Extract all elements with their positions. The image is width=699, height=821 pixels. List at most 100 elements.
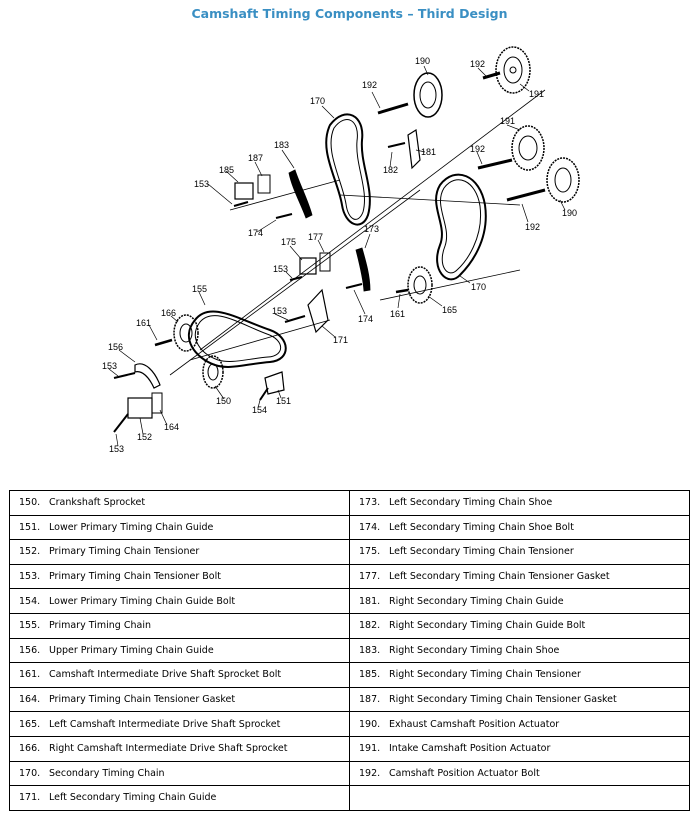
secondary-timing-chain-upper xyxy=(325,113,371,226)
callout-173: 173 xyxy=(364,224,379,234)
callout-154: 154 xyxy=(252,405,267,415)
legend-cell-left: 166.Right Camshaft Intermediate Drive Sh… xyxy=(9,735,350,762)
right-secondary-chain-guide xyxy=(407,128,421,170)
legend-cell-left: 151.Lower Primary Timing Chain Guide xyxy=(9,514,350,541)
left-intermediate-sprocket xyxy=(407,266,433,304)
callout-171: 171 xyxy=(333,335,348,345)
legend-cell-right: 174. Left Secondary Timing Chain Shoe Bol… xyxy=(349,514,690,541)
lower-primary-chain-guide xyxy=(264,371,285,395)
secondary-timing-chain-upper-inner xyxy=(330,119,365,220)
legend-label: Primary Timing Chain Tensioner Gasket xyxy=(49,694,236,706)
actuator-bolt xyxy=(477,158,513,170)
legend-label: Right Secondary Timing Chain Tensioner xyxy=(389,669,581,681)
left-secondary-chain-shoe xyxy=(355,247,371,292)
legend-cell-right xyxy=(349,785,690,811)
legend-label: Right Camshaft Intermediate Drive Shaft … xyxy=(49,743,288,755)
legend-cell-left: 150. Crankshaft Sprocket xyxy=(9,490,350,516)
callout-192: 192 xyxy=(470,144,485,154)
exhaust-actuator-upper xyxy=(413,72,443,118)
callout-190: 190 xyxy=(562,208,577,218)
legend-cell-left: 171.Left Secondary Timing Chain Guide xyxy=(9,785,350,811)
callout-155: 155 xyxy=(192,284,207,294)
callout-153: 153 xyxy=(273,264,288,274)
legend-number: 177. xyxy=(359,571,381,583)
legend-row: 161.Camshaft Intermediate Drive Shaft Sp… xyxy=(9,662,690,688)
guide-bolt xyxy=(113,372,136,379)
legend-number: 153. xyxy=(19,571,41,583)
legend-number: 174. xyxy=(359,521,381,533)
callout-153: 153 xyxy=(194,179,209,189)
shoe-bolt xyxy=(275,213,293,219)
callout-152: 152 xyxy=(137,432,152,442)
legend-cell-right: 182.Right Secondary Timing Chain Guide B… xyxy=(349,612,690,639)
leader-lines xyxy=(108,65,566,447)
actuator-bolt xyxy=(482,71,501,80)
legend-number: 185. xyxy=(359,669,381,681)
secondary-timing-chain-lower-inner xyxy=(439,179,482,274)
callout-153: 153 xyxy=(102,361,117,371)
legend-number: 175. xyxy=(359,546,381,558)
legend-row: 154.Lower Primary Timing Chain Guide Bol… xyxy=(9,588,690,614)
legend-row: 156. Upper Primary Timing Chain Guide 183.… xyxy=(9,637,690,664)
left-secondary-chain-tensioner xyxy=(299,257,317,275)
upper-primary-chain-guide xyxy=(134,363,161,389)
callout-187: 187 xyxy=(248,153,263,163)
legend-number: 190. xyxy=(359,718,381,730)
legend-number: 182. xyxy=(359,620,381,632)
legend-number: 173. xyxy=(359,497,381,509)
legend-number: 150. xyxy=(19,497,41,509)
legend-number: 152. xyxy=(19,546,41,558)
legend-label: Primary Timing Chain xyxy=(49,620,151,632)
legend-number: 171. xyxy=(19,792,41,804)
legend-number: 192. xyxy=(359,767,381,779)
legend-cell-left: 153.Primary Timing Chain Tensioner Bolt xyxy=(9,563,350,590)
crankshaft-sprocket xyxy=(202,355,224,389)
callout-174: 174 xyxy=(248,228,263,238)
legend-number: 154. xyxy=(19,595,41,607)
legend-cell-right: 177. Left Secondary Timing Chain Tensione… xyxy=(349,563,690,590)
legend-number: 161. xyxy=(19,669,41,681)
legend-label: Right Secondary Timing Chain Shoe xyxy=(389,644,560,656)
right-secondary-chain-shoe xyxy=(288,169,313,219)
guide-bolt xyxy=(259,387,269,401)
tensioner-bolt xyxy=(289,276,303,281)
right-tensioner-gasket xyxy=(257,174,271,194)
legend-cell-left: 156. Upper Primary Timing Chain Guide xyxy=(9,637,350,664)
legend-label: Left Secondary Timing Chain Shoe Bolt xyxy=(389,521,574,533)
left-tensioner-gasket xyxy=(319,252,331,272)
legend-cell-right: 192.Camshaft Position Actuator Bolt xyxy=(349,760,690,787)
legend-label: Upper Primary Timing Chain Guide xyxy=(49,644,214,656)
legend-number: 191. xyxy=(359,743,381,755)
axis-line xyxy=(229,179,341,211)
legend-label: Left Camshaft Intermediate Drive Shaft S… xyxy=(49,718,281,730)
exhaust-actuator-lower xyxy=(546,157,580,203)
intake-actuator-upper xyxy=(495,46,531,94)
legend-cell-right: 185. Right Secondary Timing Chain Tension… xyxy=(349,662,690,688)
legend-label: Lower Primary Timing Chain Guide xyxy=(49,521,214,533)
tensioner-bolt xyxy=(233,201,249,207)
axis-line xyxy=(169,189,421,376)
legend-row: 164.Primary Timing Chain Tensioner Gaske… xyxy=(9,686,690,713)
callout-153: 153 xyxy=(272,306,287,316)
left-secondary-chain-guide xyxy=(307,288,329,334)
sprocket-bolt xyxy=(395,288,409,294)
legend-label: Crankshaft Sprocket xyxy=(49,497,146,509)
axis-line xyxy=(189,319,331,361)
shoe-bolt xyxy=(345,283,363,289)
actuator-bolt xyxy=(506,188,546,202)
legend-cell-right: 173.Left Secondary Timing Chain Shoe xyxy=(349,490,690,516)
callout-161: 161 xyxy=(390,309,405,319)
legend-cell-left: 164.Primary Timing Chain Tensioner Gaske… xyxy=(9,686,350,713)
legend-number: 156. xyxy=(19,644,41,656)
legend-number: 155. xyxy=(19,620,41,632)
primary-timing-chain xyxy=(188,310,287,368)
primary-timing-chain-inner xyxy=(194,315,282,362)
legend-cell-left: 154.Lower Primary Timing Chain Guide Bol… xyxy=(9,588,350,614)
legend-label: Left Secondary Timing Chain Tensioner Ga… xyxy=(389,571,610,583)
legend-cell-right: 183.Right Secondary Timing Chain Shoe xyxy=(349,637,690,664)
callout-185: 185 xyxy=(219,165,234,175)
legend-row: 165.Left Camshaft Intermediate Drive Sha… xyxy=(9,711,690,737)
